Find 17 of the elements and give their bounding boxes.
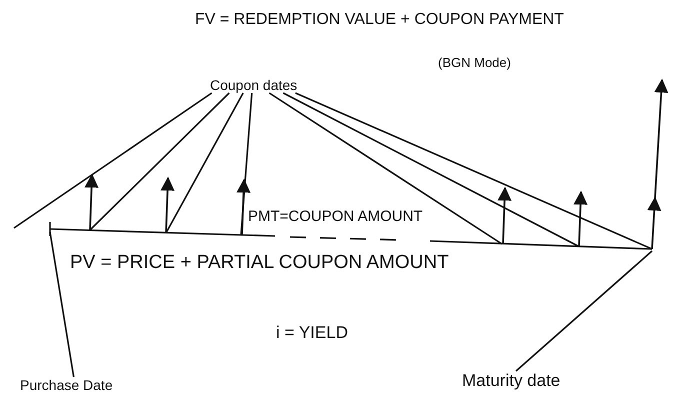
formula-text: FV = REDEMPTION VALUE + COUPON PAYMENT: [195, 12, 564, 28]
leader-line: [268, 92, 502, 245]
formula-text: PV = PRICE + PARTIAL COUPON AMOUNT: [70, 253, 449, 272]
leader-line: [295, 92, 652, 250]
leader-line: [89, 92, 230, 231]
leader-line: [49, 232, 74, 378]
formula-text: i = YIELD: [276, 324, 348, 341]
leader-line: [165, 92, 244, 234]
date-label: Purchase Date: [20, 378, 113, 392]
leader-line: [516, 250, 653, 372]
leader-line: [282, 92, 578, 247]
leader-line: [14, 92, 212, 229]
date-label: Maturity date: [462, 372, 560, 389]
leader-line: [240, 92, 253, 236]
date-label: Coupon dates: [210, 78, 298, 92]
mode-note: (BGN Mode): [438, 56, 511, 69]
formula-text: PMT=COUPON AMOUNT: [248, 209, 423, 224]
